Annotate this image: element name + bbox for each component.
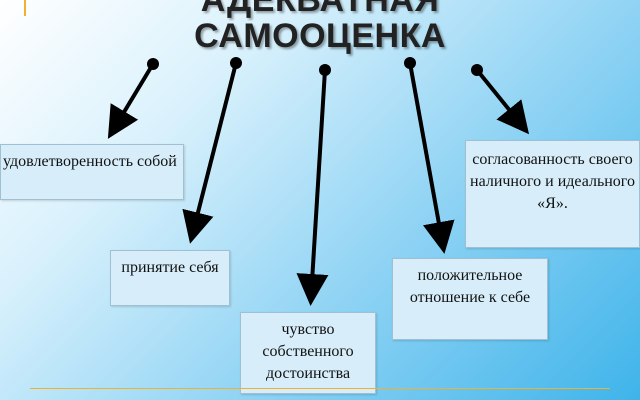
accent-line	[24, 0, 26, 16]
node-consistency: согласованность своего наличного и идеал…	[465, 140, 640, 248]
node-dignity-text: чувство собственного достоинства	[262, 321, 354, 382]
title-line-1: АДЕКВАТНАЯ	[200, 0, 440, 19]
arrow-to-consistency	[471, 64, 530, 135]
node-positive-attitude: положительное отношение к себе	[392, 258, 548, 340]
node-self-acceptance: принятие себя	[110, 250, 230, 306]
arrow-to-dignity	[296, 64, 331, 306]
node-self-satisfaction: удовлетворенность собой	[0, 144, 184, 200]
node-self-acceptance-text: принятие себя	[121, 259, 219, 276]
node-positive-attitude-text: положительное отношение к себе	[409, 267, 531, 306]
arrow-to-self-satisfaction	[107, 58, 159, 139]
diagram-title: АДЕКВАТНАЯ САМООЦЕНКА	[120, 0, 520, 54]
bottom-rule	[30, 388, 610, 389]
node-dignity: чувство собственного достоинства	[240, 312, 376, 394]
node-self-satisfaction-text: удовлетворенность собой	[3, 153, 177, 170]
title-line-2: САМООЦЕНКА	[194, 17, 446, 55]
arrow-to-self-acceptance	[182, 57, 242, 244]
arrow-to-positive-attitude	[404, 57, 455, 254]
node-consistency-text: согласованность своего наличного и идеал…	[470, 151, 635, 212]
